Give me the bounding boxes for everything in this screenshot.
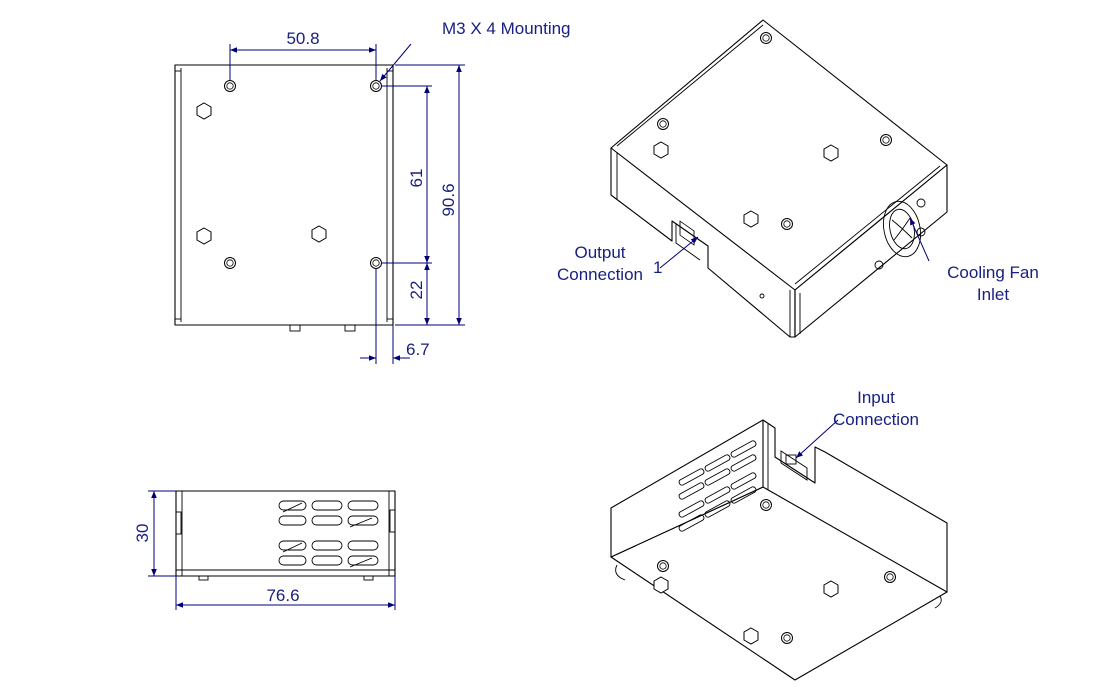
isometric-bottom-view <box>610 419 948 681</box>
dim-overall-width: 76.6 <box>266 586 299 605</box>
mounting-hole <box>224 80 236 92</box>
iso-vent-slots <box>678 440 757 532</box>
callout-output-pin: 1 <box>653 258 662 277</box>
isometric-top-view <box>610 19 948 338</box>
iso-top-callouts: Output Connection 1 Cooling Fan Inlet <box>557 217 1039 304</box>
dim-hole-offset-y: 22 <box>407 281 426 300</box>
iso-bottom-callouts: Input Connection <box>795 388 919 459</box>
callout-input-line1: Input <box>857 388 895 407</box>
cooling-fan-icon <box>883 200 921 258</box>
callout-output-line1: Output <box>574 243 625 262</box>
dim-hole-spacing-y: 61 <box>407 169 426 188</box>
top-view-dimensions: 50.8 M3 X 4 Mounting 90.6 61 22 6.7 <box>229 19 571 364</box>
hex-standoff <box>196 102 212 120</box>
callout-fan-line2: Inlet <box>977 285 1009 304</box>
side-view-outline <box>175 490 396 577</box>
dim-side-height: 30 <box>133 524 152 543</box>
top-view-outline <box>174 64 394 326</box>
dim-overall-height: 90.6 <box>439 183 458 216</box>
side-view <box>175 490 396 581</box>
callout-mounting: M3 X 4 Mounting <box>442 19 571 38</box>
iso-front-face <box>610 148 796 338</box>
callout-fan-line1: Cooling Fan <box>947 263 1039 282</box>
vent-slots <box>278 500 379 568</box>
callout-input-line2: Connection <box>833 410 919 429</box>
dim-hole-offset-x: 6.7 <box>406 340 430 359</box>
callout-output-line2: Connection <box>557 265 643 284</box>
side-view-dimensions: 30 76.6 <box>133 490 396 610</box>
mounting-hole <box>370 80 382 92</box>
hex-standoff <box>196 227 212 245</box>
hex-standoff <box>311 225 327 243</box>
dim-hole-spacing-x: 50.8 <box>286 29 319 48</box>
iso-right-wall <box>762 419 948 592</box>
iso-left-wall <box>610 419 764 558</box>
mounting-hole <box>224 257 236 269</box>
mounting-hole <box>370 257 382 269</box>
top-view <box>174 64 394 332</box>
